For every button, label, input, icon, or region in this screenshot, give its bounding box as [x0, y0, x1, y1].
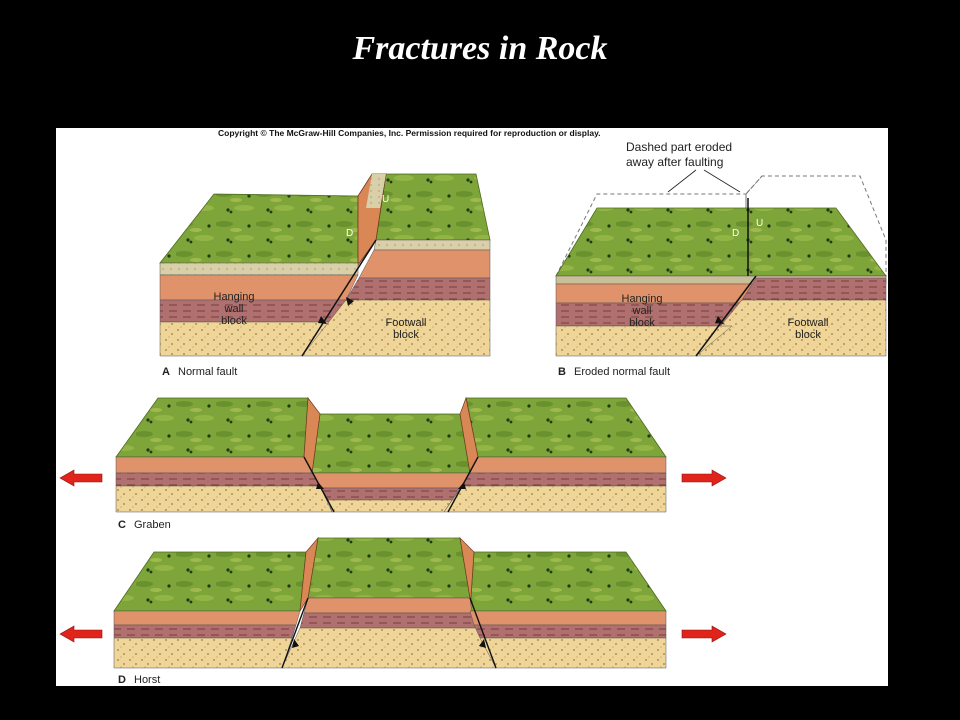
panel-b-footwall-line2: block: [795, 329, 821, 341]
panel-c-left-arrow: [59, 469, 103, 487]
panel-a-hanging-wall-line1: Hanging: [214, 291, 255, 303]
panel-b-annotation-line2: away after faulting: [626, 155, 723, 169]
panel-d-left-arrow: [59, 625, 103, 643]
panel-b-annotation-line1: Dashed part eroded: [626, 140, 732, 154]
slide-title: Fractures in Rock: [352, 30, 608, 67]
panel-a-up-label: U: [382, 194, 389, 205]
panel-a-footwall-line2: block: [393, 329, 419, 341]
panel-a-hanging-wall-surface: [159, 193, 359, 266]
panel-b-hanging-wall-line1: Hanging: [622, 293, 663, 305]
panel-b-caption: Eroded normal fault: [574, 366, 670, 378]
panel-d-horst: D Horst: [59, 536, 727, 686]
panel-b-hanging-wall-line2: wall: [632, 305, 652, 317]
panel-c-caption: Graben: [134, 519, 171, 531]
panel-c-letter: C: [118, 519, 126, 531]
panel-d-raised-block: [307, 537, 471, 599]
panel-b-letter: B: [558, 366, 566, 378]
panel-c-dropped-block: [311, 413, 471, 474]
panel-c-right-arrow: [681, 469, 727, 487]
panel-b-surface: [555, 207, 887, 277]
panel-a-normal-fault: U D Hanging wall block Footwall block A …: [159, 173, 491, 378]
panel-d-caption: Horst: [134, 674, 160, 686]
panel-a-footwall-line1: Footwall: [386, 317, 427, 329]
panel-a-down-label: D: [346, 228, 353, 239]
panel-a-hanging-wall-line3: block: [221, 315, 247, 327]
panel-a-hanging-wall-line2: wall: [224, 303, 244, 315]
geology-figure: Copyright © The McGraw-Hill Companies, I…: [56, 128, 888, 686]
panel-a-caption: Normal fault: [178, 366, 237, 378]
panel-d-letter: D: [118, 674, 126, 686]
panel-d-right-arrow: [681, 625, 727, 643]
copyright-notice: Copyright © The McGraw-Hill Companies, I…: [218, 128, 601, 138]
panel-a-footwall-surface: [375, 173, 491, 241]
panel-b-footwall-line1: Footwall: [788, 317, 829, 329]
panel-b-eroded-normal-fault: Dashed part eroded away after faulting U…: [555, 140, 887, 378]
panel-b-up-label: U: [756, 218, 763, 229]
panel-b-hanging-wall-line3: block: [629, 317, 655, 329]
panel-b-down-label: D: [732, 228, 739, 239]
panel-c-graben: C Graben: [59, 396, 727, 531]
panel-a-letter: A: [162, 366, 170, 378]
